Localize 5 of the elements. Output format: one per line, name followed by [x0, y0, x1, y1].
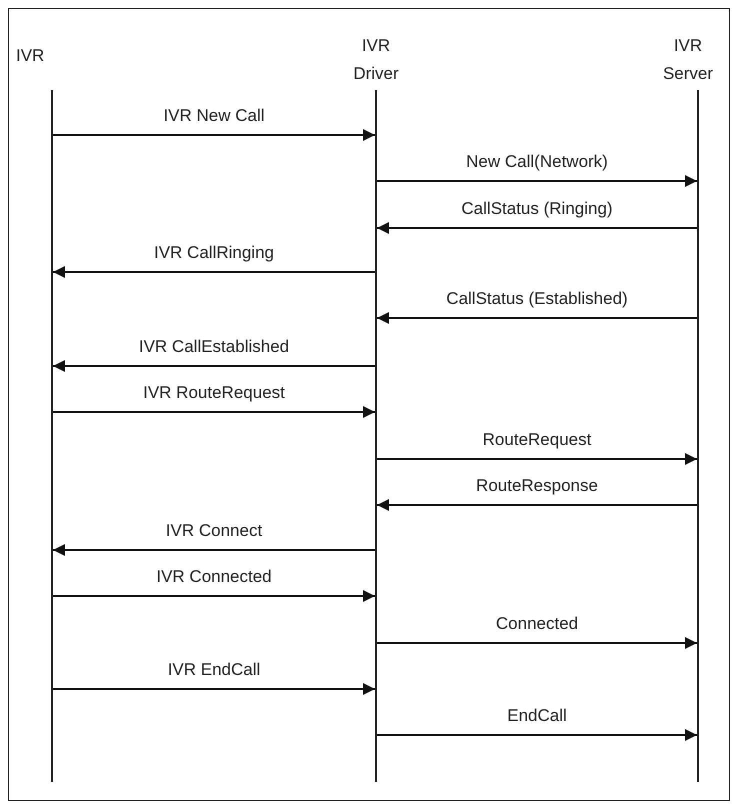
- participant-name: IVR Driver: [352, 35, 400, 85]
- participant-name: IVR Server: [662, 35, 714, 85]
- message-label: RouteResponse: [474, 476, 600, 496]
- participant-name: IVR: [16, 45, 46, 67]
- message-label: CallStatus (Established): [444, 289, 630, 309]
